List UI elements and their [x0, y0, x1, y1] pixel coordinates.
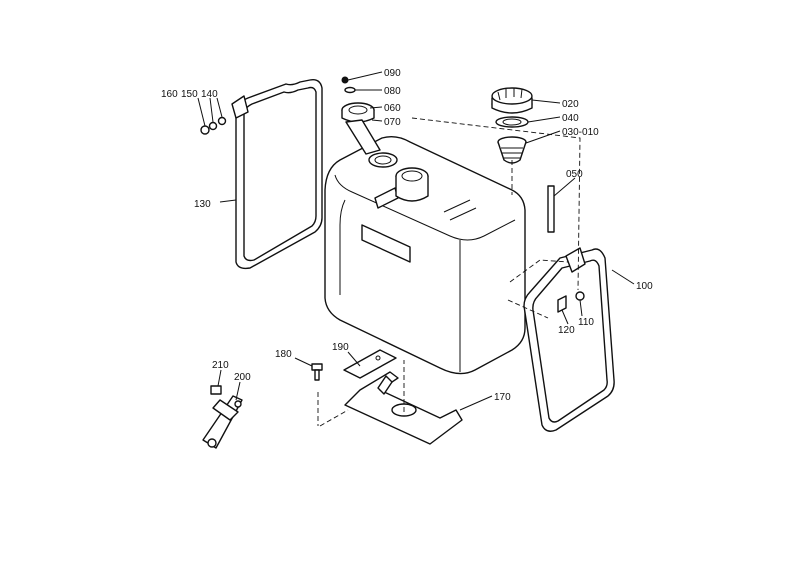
leader-lines: [217, 71, 635, 411]
label-050: 050: [566, 169, 583, 180]
strainer-basket: [497, 136, 527, 164]
label-100: 100: [636, 281, 653, 292]
label-210: 210: [212, 360, 229, 371]
label-040: 040: [562, 113, 579, 124]
bolt-180: [311, 363, 323, 381]
left-strap: [231, 78, 323, 270]
label-070: 070: [384, 117, 401, 128]
cap-gasket: [495, 116, 529, 128]
label-160: 160: [161, 89, 178, 100]
fuel-tank-body: [324, 135, 526, 375]
label-130: 130: [194, 199, 211, 210]
label-180: 180: [275, 349, 292, 360]
label-020: 020: [562, 99, 579, 110]
label-030-010: 030-010: [562, 127, 599, 138]
part-labels: 090 080 060 070 020 040 030-010 050 160 …: [161, 68, 653, 403]
label-060: 060: [384, 103, 401, 114]
label-190: 190: [332, 342, 349, 353]
drain-rod: [547, 185, 555, 233]
label-080: 080: [384, 86, 401, 97]
label-090: 090: [384, 68, 401, 79]
bolt-washer-group-160-150-140: [197, 97, 227, 135]
small-bracket: [202, 385, 243, 449]
assembly-lines: [317, 117, 581, 427]
label-110: 110: [578, 317, 594, 328]
filler-cap: [491, 87, 533, 114]
label-200: 200: [234, 372, 251, 383]
bracket-plate: [343, 349, 397, 379]
label-140: 140: [201, 89, 218, 100]
right-strap: [523, 247, 615, 432]
gauge-unit: [341, 76, 381, 155]
label-120: 120: [558, 325, 575, 336]
label-150: 150: [181, 89, 198, 100]
bottom-bracket: [344, 371, 463, 445]
label-170: 170: [494, 392, 511, 403]
